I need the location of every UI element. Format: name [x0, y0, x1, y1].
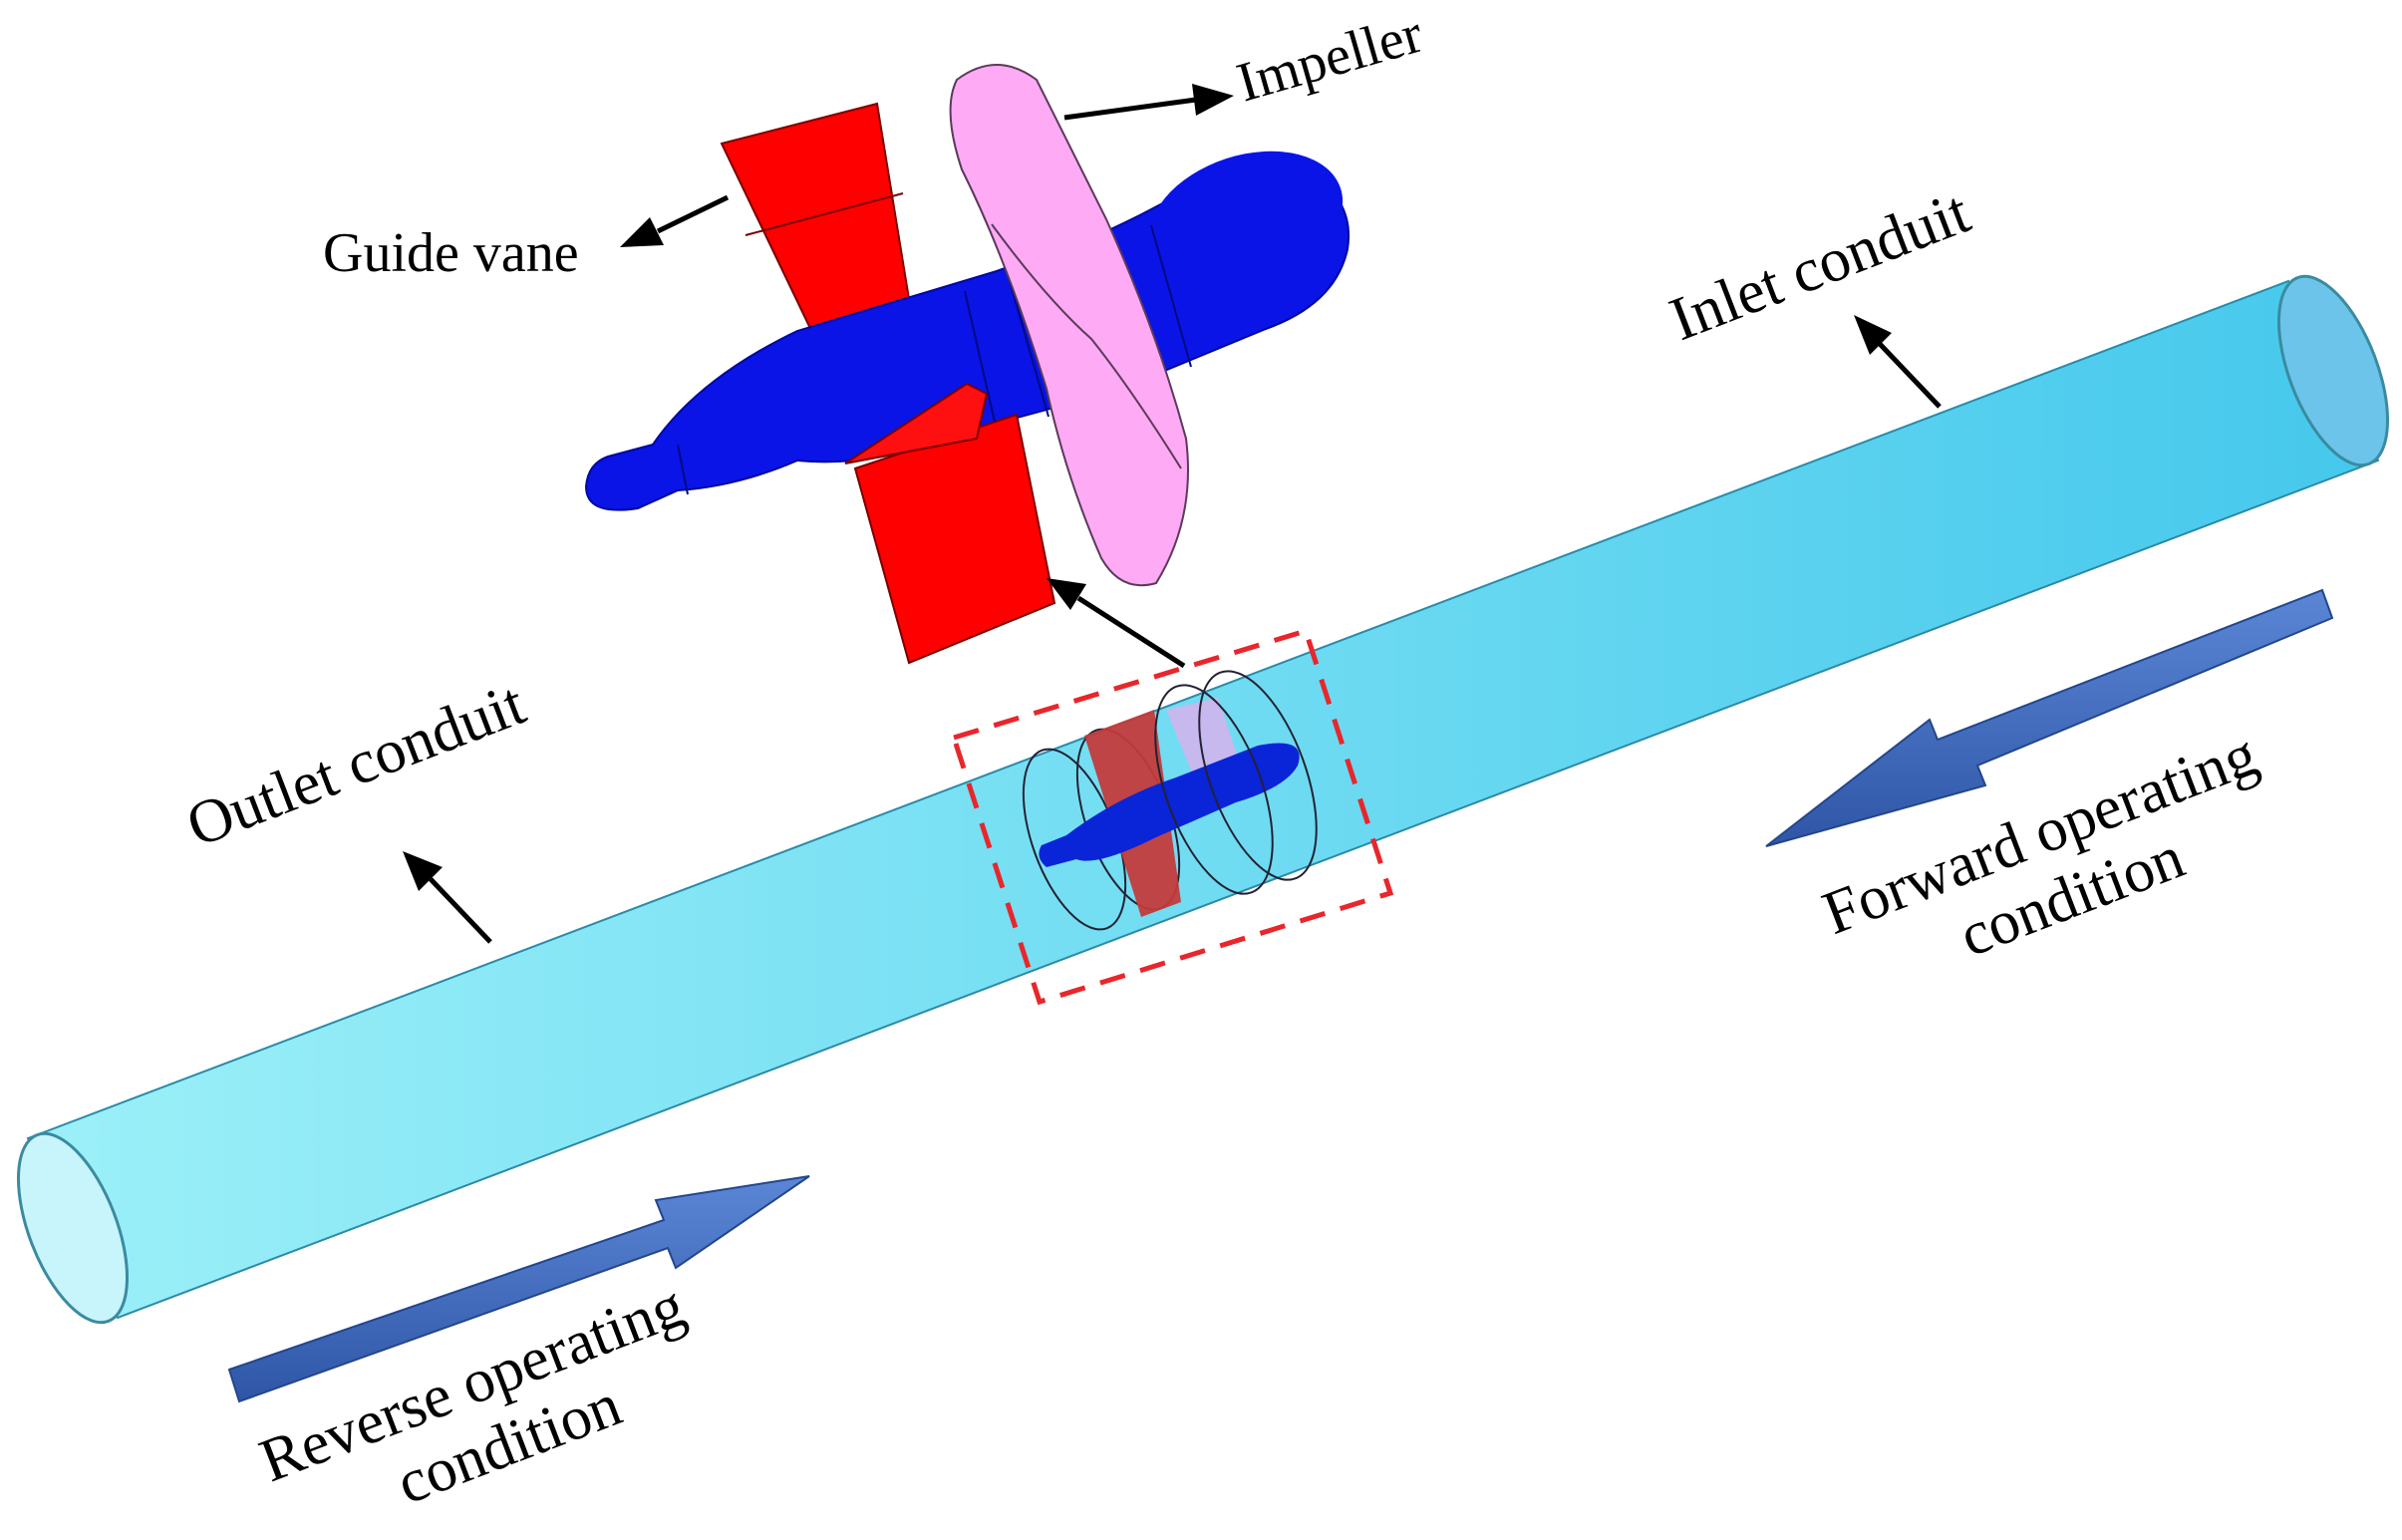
impeller-leader	[1063, 97, 1197, 121]
guide-vane-mid-blade	[844, 382, 989, 464]
zoom-leader	[1076, 595, 1186, 669]
guide-vane-label: Guide vane	[323, 222, 579, 284]
hub-line-5	[677, 444, 689, 495]
guide-vane-leader	[656, 194, 730, 234]
impeller-blade	[949, 64, 1189, 587]
inlet-leader	[1878, 342, 1942, 409]
leader-arrows	[403, 84, 1942, 944]
guide-vane-leader-head	[620, 217, 664, 247]
hub-line-2	[1008, 276, 1050, 418]
zoom-leader-head	[1047, 578, 1086, 610]
outlet-conduit-label: Outlet conduit	[178, 670, 534, 860]
highlight-box	[950, 627, 1394, 1006]
impeller-inner-edge	[991, 223, 1182, 469]
forward-flow-arrow	[1765, 588, 2334, 847]
pump-detail	[584, 64, 1350, 665]
impeller-leader-head	[1192, 84, 1234, 116]
flow-arrows	[227, 588, 2334, 1403]
outlet-leader-head	[403, 851, 443, 891]
outlet-end-ellipse	[16, 1131, 130, 1325]
inlet-leader-head	[1854, 315, 1892, 355]
small-ring-3	[1154, 684, 1274, 895]
guide-vane-edge	[745, 192, 904, 236]
hub-line-1	[964, 290, 998, 432]
reverse-flow-arrow	[227, 1175, 810, 1403]
outlet-leader	[429, 877, 492, 944]
small-ring-4	[1198, 670, 1318, 881]
small-impeller	[1166, 698, 1238, 777]
hub-nose	[1148, 151, 1344, 288]
inlet-end-ellipse	[2276, 274, 2390, 467]
impeller-label: Impeller	[1230, 3, 1429, 115]
inlet-conduit-label: Inlet conduit	[1661, 178, 1979, 354]
pump-in-conduit	[1022, 670, 1318, 931]
hub-line-4	[1150, 224, 1192, 368]
